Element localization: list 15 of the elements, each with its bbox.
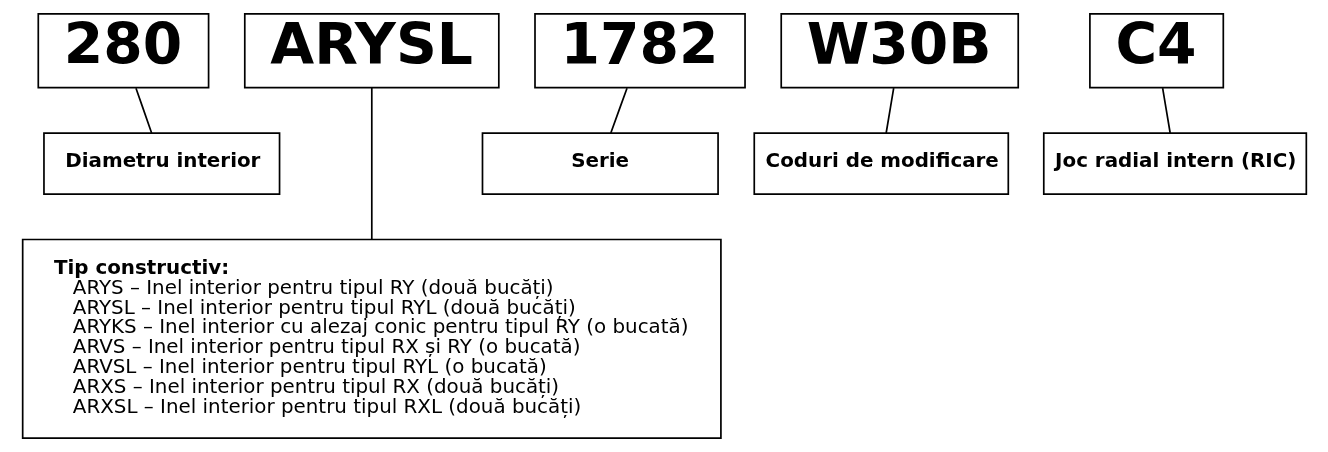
node-box: 280: [36, 13, 209, 89]
connector: [134, 87, 152, 134]
node-box: C4: [1088, 13, 1224, 89]
connector: [609, 87, 628, 134]
node-box: Coduri de modificare: [752, 132, 1009, 195]
connector: [1161, 87, 1171, 134]
node-box: Joc radial intern (RIC): [1042, 132, 1307, 195]
connector: [370, 86, 373, 241]
node-box: 1782: [533, 13, 746, 89]
node-box: ARYSL: [243, 13, 500, 89]
connector: [884, 87, 895, 134]
node-box: Diametru interior: [42, 132, 280, 195]
node-box: Tip constructiv: ARYS – Inel interior pentru tipul RY (două bucăți) ARYSL – Inel interior pentru tipul RYL (două bucăți) ARYKS – Inel interior cu alezaj conic pentru tipul RY (o bucată) ARVS – Inel interior pentru tipul RX și RY (o bucată) ARVSL – Inel interior pentru tipul RYL (o bucată) ARXS – Inel interior pentru tipul RX (două bucăți) ARXSL – Inel interior pentru tipul RXL (două bucăți): [21, 238, 722, 440]
node-box: W30B: [779, 13, 1019, 89]
node-box: Serie: [481, 132, 719, 195]
